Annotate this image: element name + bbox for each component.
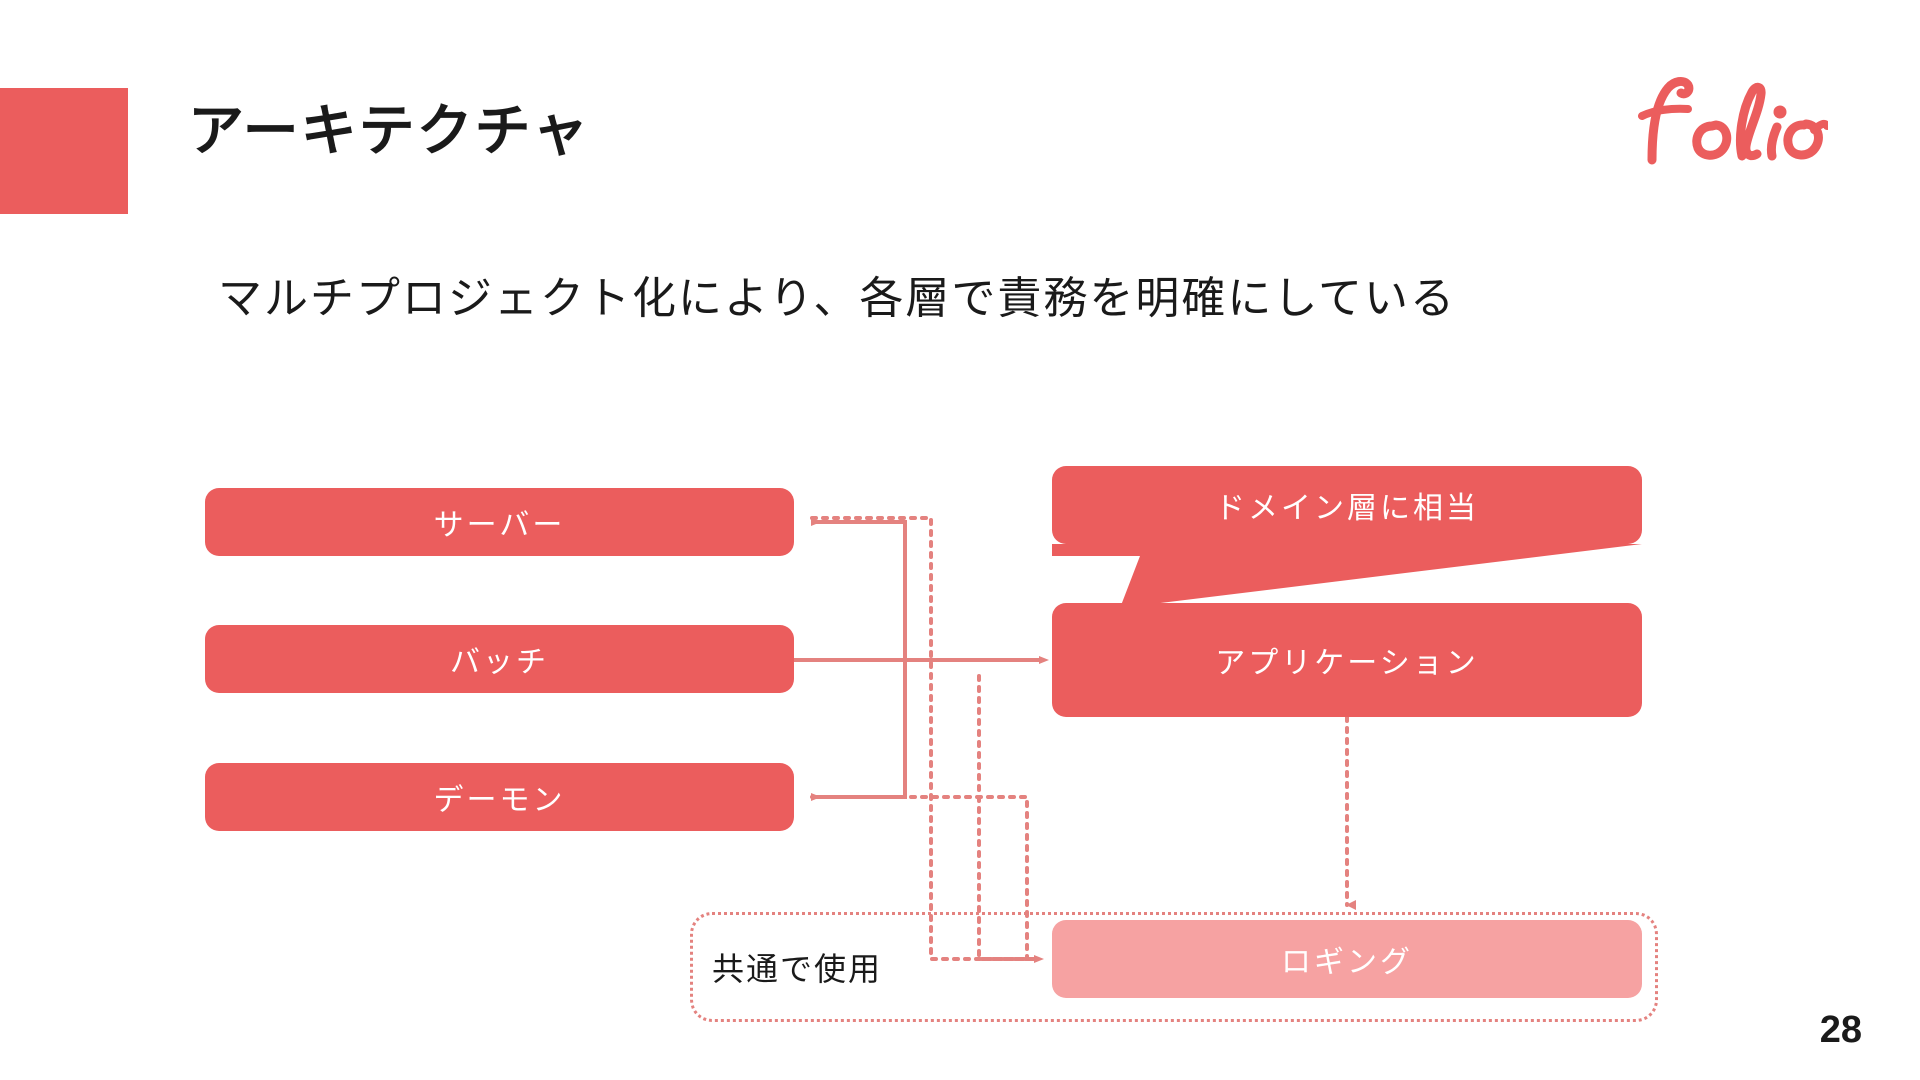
node-logging-label: ロギング — [1281, 946, 1413, 979]
node-logging[interactable]: ロギング — [1052, 920, 1642, 998]
domain-layer-callout[interactable]: ドメイン層に相当 — [1052, 466, 1642, 544]
connector-batch-to-logging — [977, 674, 1037, 961]
domain-layer-callout-label: ドメイン層に相当 — [1215, 492, 1479, 525]
node-server-label: サーバー — [433, 509, 566, 542]
node-daemon[interactable]: デーモン — [205, 763, 794, 831]
connector-server-to-logging — [810, 516, 1044, 963]
node-application[interactable]: アプリケーション — [1052, 603, 1642, 717]
connector-application-to-daemon — [811, 660, 907, 801]
node-daemon-label: デーモン — [433, 784, 566, 817]
common-usage-group — [690, 912, 1658, 1022]
logo-dot — [1773, 105, 1787, 119]
common-usage-label: 共通で使用 — [712, 951, 883, 987]
title-accent-block — [0, 88, 128, 214]
callout-tail — [1052, 544, 1642, 608]
page-title: アーキテクチャ — [188, 99, 591, 162]
slide-subtitle: マルチプロジェクト化により、各層で責務を明確にしている — [218, 274, 1457, 323]
folio-logo — [1638, 76, 1828, 165]
node-batch-label: バッチ — [450, 646, 549, 679]
node-server[interactable]: サーバー — [205, 488, 794, 556]
node-application-label: アプリケーション — [1215, 647, 1479, 680]
node-batch[interactable]: バッチ — [205, 625, 794, 693]
page-number: 28 — [1819, 1009, 1862, 1051]
connector-application-to-server — [811, 518, 907, 660]
connector-daemon-to-logging — [810, 795, 1037, 961]
